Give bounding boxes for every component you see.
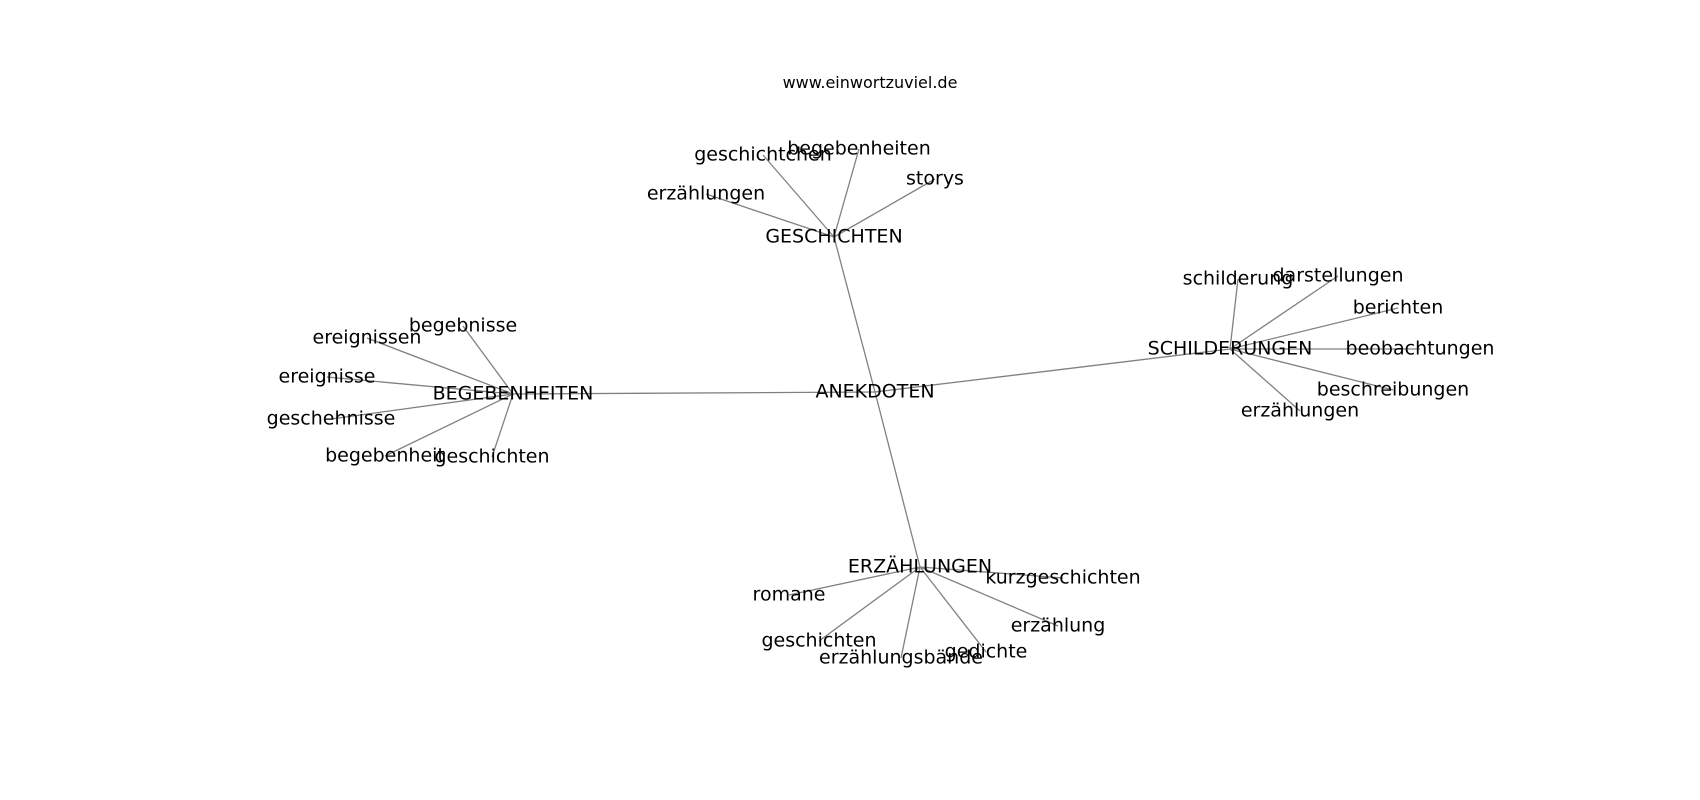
edge-schilderungen-erzaehlungen <box>1229 348 1301 412</box>
hub-node-schilderungen: SCHILDERUNGEN <box>1148 338 1313 360</box>
leaf-node-geschehnisse: geschehnisse <box>267 408 396 430</box>
leaf-node-ereignissen: ereignissen <box>313 327 422 349</box>
leaf-node-begebenheiten: begebenheiten <box>787 138 930 160</box>
edge-erzaehlungen-erzaehlung <box>919 566 1059 627</box>
edge-geschichten-begebenheiten <box>833 148 860 238</box>
graph-edges <box>326 148 1420 659</box>
leaf-node-berichten: berichten <box>1353 297 1444 319</box>
edge-center-erzaehlungen <box>874 391 921 568</box>
edge-geschichten-erzaehlungen <box>705 193 835 238</box>
center-node-label: ANEKDOTEN <box>815 381 934 403</box>
edge-schilderungen-beschreibungen <box>1229 348 1394 391</box>
leaf-node-beschreibungen: beschreibungen <box>1317 379 1469 401</box>
leaf-node-schilderung: schilderung <box>1183 268 1294 290</box>
edge-begebenheiten-ereignissen <box>366 337 514 395</box>
edge-begebenheiten-ereignisse <box>326 376 514 395</box>
edge-begebenheiten-geschichten <box>491 393 514 458</box>
edge-center-begebenheiten <box>512 391 876 395</box>
leaf-node-erzaehlung: erzählung <box>1011 615 1106 637</box>
edge-center-schilderungen <box>874 348 1231 393</box>
leaf-node-romane: romane <box>753 584 826 606</box>
edge-erzaehlungen-gedichte <box>919 566 987 653</box>
leaf-node-geschichtchen: geschichtchen <box>694 144 832 166</box>
leaf-node-beobachtungen: beobachtungen <box>1346 338 1495 360</box>
leaf-node-begebnisse: begebnisse <box>409 315 517 337</box>
leaf-node-gedichte: gedichte <box>945 641 1028 663</box>
edge-erzaehlungen-geschichten <box>818 566 921 642</box>
edge-schilderungen-darstellungen <box>1229 275 1339 350</box>
hub-node-erzaehlungen: ERZÄHLUNGEN <box>848 555 992 578</box>
leaf-node-erzaehlungen: erzählungen <box>1241 400 1359 422</box>
leaf-node-erzaehlungsbaende: erzählungsbände <box>819 647 983 669</box>
leaf-node-darstellungen: darstellungen <box>1273 265 1404 287</box>
edge-geschichten-geschichtchen <box>762 154 835 238</box>
leaf-node-begebenheit: begebenheit <box>325 445 445 467</box>
edge-erzaehlungen-erzaehlungsbaende <box>900 566 921 659</box>
edge-begebenheiten-begebnisse <box>462 325 514 395</box>
edge-schilderungen-schilderung <box>1229 278 1239 350</box>
edge-begebenheiten-geschehnisse <box>330 393 514 420</box>
edge-geschichten-storys <box>833 178 936 238</box>
edge-begebenheiten-begebenheit <box>384 393 514 457</box>
site-watermark: www.einwortzuviel.de <box>783 73 958 92</box>
leaf-node-ereignisse: ereignisse <box>279 366 376 388</box>
leaf-node-geschichten: geschichten <box>434 446 549 468</box>
graph-labels: ANEKDOTENGESCHICHTENgeschichtchenbegeben… <box>267 138 1495 669</box>
leaf-node-geschichten: geschichten <box>761 630 876 652</box>
edge-center-geschichten <box>833 236 876 393</box>
hub-node-geschichten: GESCHICHTEN <box>765 226 902 248</box>
edge-erzaehlungen-kurzgeschichten <box>919 566 1064 579</box>
edge-erzaehlungen-romane <box>788 566 921 596</box>
edge-schilderungen-berichten <box>1229 307 1399 350</box>
leaf-node-kurzgeschichten: kurzgeschichten <box>985 567 1140 589</box>
hub-node-begebenheiten: BEGEBENHEITEN <box>433 383 594 405</box>
leaf-node-erzaehlungen: erzählungen <box>647 183 765 205</box>
leaf-node-storys: storys <box>906 168 964 190</box>
